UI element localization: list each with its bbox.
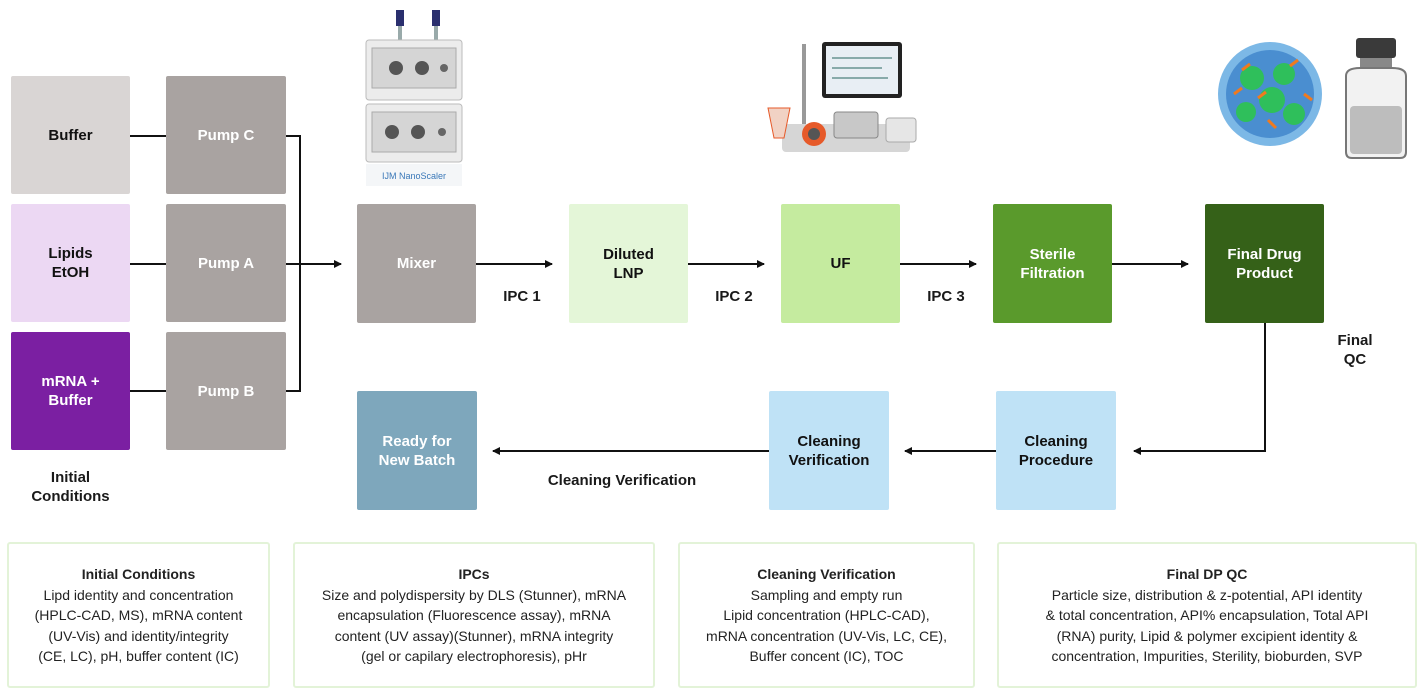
final-qc-label: Final QC [1337,332,1373,368]
ipc2-label: IPC 2 [715,288,753,305]
sterile-filtration-box: Sterile Filtration [993,204,1112,323]
diluted-lnp-box: Diluted LNP [569,204,688,323]
mixer-box: Mixer [357,204,476,323]
cleaning-verification-arrow-label: Cleaning Verification [547,472,697,489]
uf-box: UF [781,204,900,323]
final-drug-product-box: Final Drug Product [1205,204,1324,323]
final-to-cleaning-arrow [1133,323,1266,455]
panel-final-dp-qc-title: Final DP QC [1166,566,1248,582]
pump-manifold-line [286,135,301,392]
panel-cleaning-verification: Cleaning Verification Sampling and empty… [678,542,975,688]
nanoscaler-caption: IJM NanoScaler [382,171,446,181]
panel-ipcs-title: IPCs [458,566,490,582]
panel-initial-conditions: Initial Conditions Lipd identity and con… [7,542,270,688]
panel-cleaning-verification-body: Sampling and empty run Lipid concentrati… [706,586,947,665]
panel-initial-conditions-body: Lipd identity and concentration (HPLC-CA… [34,586,243,665]
nanoscaler-instrument-image: IJM NanoScaler [365,10,463,186]
vial-image [1345,38,1407,159]
panel-initial-conditions-title: Initial Conditions [81,566,196,582]
pump-c-box: Pump C [166,76,286,194]
buffer-box: Buffer [11,76,130,194]
pump-b-box: Pump B [166,332,286,450]
mrna-buffer-box: mRNA + Buffer [11,332,130,450]
ready-new-batch-box: Ready for New Batch [357,391,477,510]
cleaning-procedure-box: Cleaning Procedure [996,391,1116,510]
cleaning-verification-box: Cleaning Verification [769,391,889,510]
panel-ipcs-body: Size and polydispersity by DLS (Stunner)… [321,586,627,665]
ipc3-label: IPC 3 [927,288,965,305]
lipids-etoh-box: Lipids EtOH [11,204,130,322]
initial-conditions-caption: Initial Conditions [31,469,110,505]
tff-system-image [767,42,917,152]
panel-final-dp-qc: Final DP QC Particle size, distribution … [997,542,1417,688]
panel-cleaning-verification-title: Cleaning Verification [757,566,896,582]
panel-ipcs: IPCs Size and polydispersity by DLS (Stu… [293,542,655,688]
panel-final-dp-qc-body: Particle size, distribution & z-potentia… [1045,586,1369,665]
lipid-nanoparticle-image [1218,42,1322,146]
ipc1-label: IPC 1 [503,288,541,305]
pump-a-box: Pump A [166,204,286,322]
